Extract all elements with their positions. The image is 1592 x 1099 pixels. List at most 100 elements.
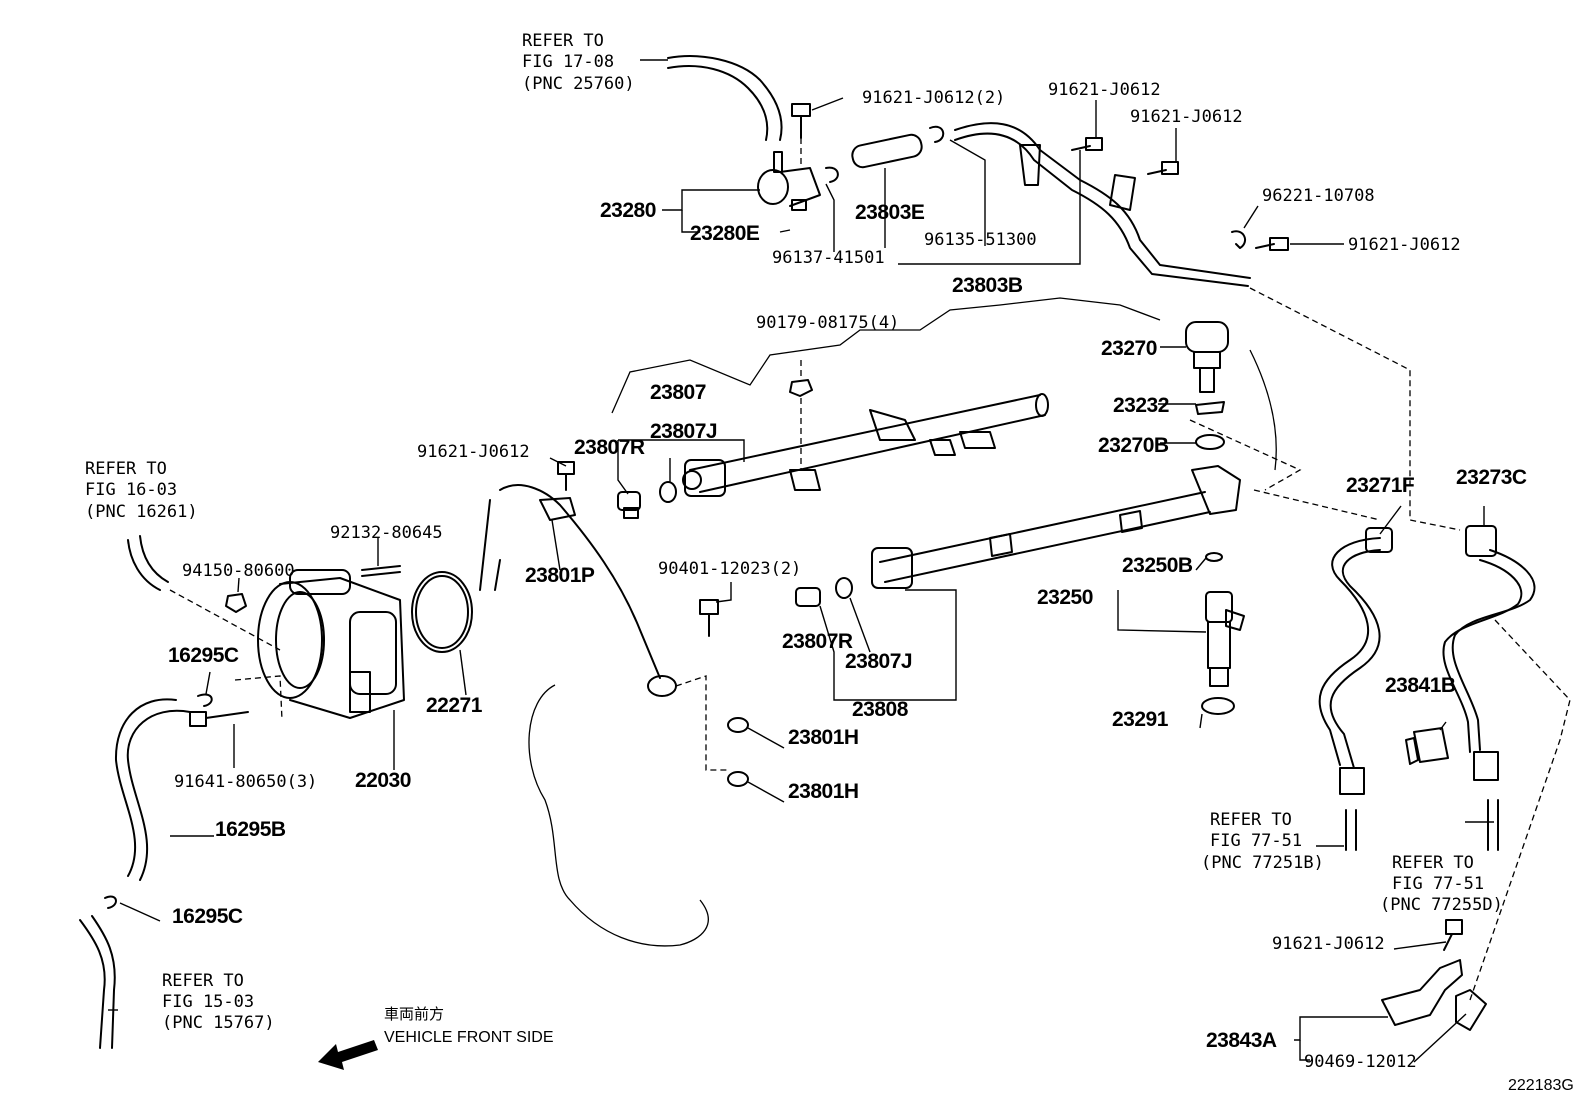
leader-lines: [108, 97, 1494, 1063]
svg-text:FIG 77-51: FIG 77-51: [1210, 831, 1302, 851]
ref-fig15-label: REFER TO FIG 15-03 (PNC 15767): [162, 971, 275, 1033]
tube-bracket-b: [1109, 174, 1136, 211]
insulator-23291: [1201, 697, 1235, 715]
o-ring-23250b: [1205, 552, 1223, 562]
tube-fig77b: [1487, 799, 1499, 851]
hose-23273c: [1442, 525, 1536, 781]
svg-text:REFER TO: REFER TO: [1392, 853, 1474, 873]
label-23808: 23808: [852, 698, 909, 721]
label-23280: 23280: [600, 199, 656, 222]
pulsation-damper-23280: [757, 151, 821, 211]
delivery-pipe-lower: [879, 491, 1211, 583]
clip-16295c-a: [197, 693, 213, 707]
engine-outline-top: [611, 297, 1161, 414]
svg-text:(PNC 16261): (PNC 16261): [85, 502, 198, 522]
label-90401-12023-2: 90401-12023(2): [658, 559, 801, 579]
hose-fig16: [127, 535, 169, 591]
label-91621-j0612-e: 91621-J0612: [1272, 934, 1385, 954]
hose-23271f: [1318, 527, 1393, 795]
retainer-23270b: [1195, 434, 1225, 450]
svg-text:(PNC 25760): (PNC 25760): [522, 74, 635, 94]
clip-90469: [1455, 989, 1487, 1031]
label-23841b: 23841B: [1385, 674, 1456, 697]
label-23273c: 23273C: [1456, 466, 1527, 489]
gasket-23801h-a: [727, 717, 749, 733]
engine-outline-right: [1249, 349, 1277, 471]
hose-23803e: [851, 133, 923, 169]
label-23807j-b: 23807J: [845, 650, 912, 673]
svg-text:FIG 16-03: FIG 16-03: [85, 480, 177, 500]
bracket-23843a: [1381, 959, 1463, 1026]
nut-90179: [789, 379, 813, 397]
gasket-23807j-b: [835, 577, 853, 599]
label-23803e: 23803E: [855, 201, 925, 224]
label-90179-08175-4: 90179-08175(4): [756, 313, 899, 333]
bolt-23801p: [557, 461, 575, 491]
hose-fig17-inner: [667, 65, 769, 141]
label-23801h-b: 23801H: [788, 780, 859, 803]
label-90469-12012: 90469-12012: [1304, 1052, 1417, 1072]
hose-16295b: [114, 698, 191, 881]
label-91621-j0612-d: 91621-J0612: [417, 442, 530, 462]
label-91621-j0612-b: 91621-J0612: [1130, 107, 1243, 127]
label-23807j-a: 23807J: [650, 420, 717, 443]
label-91641-80650-3: 91641-80650(3): [174, 772, 317, 792]
label-23807: 23807: [650, 381, 706, 404]
label-23232: 23232: [1113, 394, 1169, 417]
ref-fig77a-label: REFER TO FIG 77-51 (PNC 77251B): [1201, 810, 1324, 873]
label-94150-80600: 94150-80600: [182, 561, 295, 581]
svg-text:(PNC 77251B): (PNC 77251B): [1201, 853, 1324, 873]
label-23250: 23250: [1037, 586, 1093, 609]
bolt-top-a: [791, 103, 811, 139]
tube-bracket-a: [1019, 144, 1041, 186]
label-23250b: 23250B: [1122, 554, 1193, 577]
front-note-jp: 車両前方: [384, 1005, 444, 1023]
label-23803b: 23803B: [952, 274, 1023, 297]
label-96135-51300: 96135-51300: [924, 230, 1037, 250]
front-note-en: VEHICLE FRONT SIDE: [384, 1029, 554, 1046]
plug-23807r-b: [795, 587, 821, 607]
label-91621-j0612-a: 91621-J0612: [1048, 80, 1161, 100]
tube-end-23801p: [647, 675, 677, 697]
bolt-91621-bottom: [1443, 919, 1463, 951]
pipe-inlet-lower: [871, 547, 913, 589]
clip-16295c-b: [104, 895, 117, 909]
throttle-body-22030: [257, 569, 405, 719]
hose-fig17-part: [667, 55, 783, 141]
svg-text:FIG 17-08: FIG 17-08: [522, 52, 614, 72]
bolt-90401: [699, 599, 719, 637]
gasket-23807j-a: [659, 481, 677, 503]
label-92132-80645: 92132-80645: [330, 523, 443, 543]
gasket-23801h-b: [727, 771, 749, 787]
bolt-top-d: [1255, 237, 1289, 251]
hose-fig15: [79, 915, 116, 1049]
tube-fig77a: [1345, 809, 1357, 851]
bolt-top-c: [1147, 161, 1179, 175]
label-23291: 23291: [1112, 708, 1169, 731]
label-22271: 22271: [426, 694, 483, 717]
svg-text:FIG 15-03: FIG 15-03: [162, 992, 254, 1012]
label-96137-41501: 96137-41501: [772, 248, 885, 268]
clamp-96221: [1231, 230, 1247, 249]
svg-text:REFER TO: REFER TO: [162, 971, 244, 991]
bolt-top-b: [1071, 137, 1103, 151]
label-23270b: 23270B: [1098, 434, 1169, 457]
svg-text:REFER TO: REFER TO: [522, 31, 604, 51]
o-ring-23232: [1195, 401, 1225, 415]
label-96221-10708: 96221-10708: [1262, 186, 1375, 206]
label-23270: 23270: [1101, 337, 1157, 360]
label-16295c-a: 16295C: [168, 644, 239, 667]
label-23807r-b: 23807R: [782, 630, 853, 653]
gasket-22271: [411, 571, 473, 653]
label-23807r-a: 23807R: [574, 436, 645, 459]
pipe-inlet-upper: [684, 459, 726, 497]
delivery-pipe-upper: [689, 394, 1046, 493]
label-91621-j0612-2: 91621-J0612(2): [862, 88, 1005, 108]
engine-outline-dashed-a: [1189, 419, 1302, 491]
label-23271f: 23271F: [1346, 474, 1415, 497]
clip-96137: [825, 166, 839, 183]
front-arrow-icon: [318, 1040, 378, 1070]
label-16295c-b: 16295C: [172, 905, 243, 928]
clip-96135: [929, 125, 945, 143]
label-23280e: 23280E: [690, 222, 760, 245]
